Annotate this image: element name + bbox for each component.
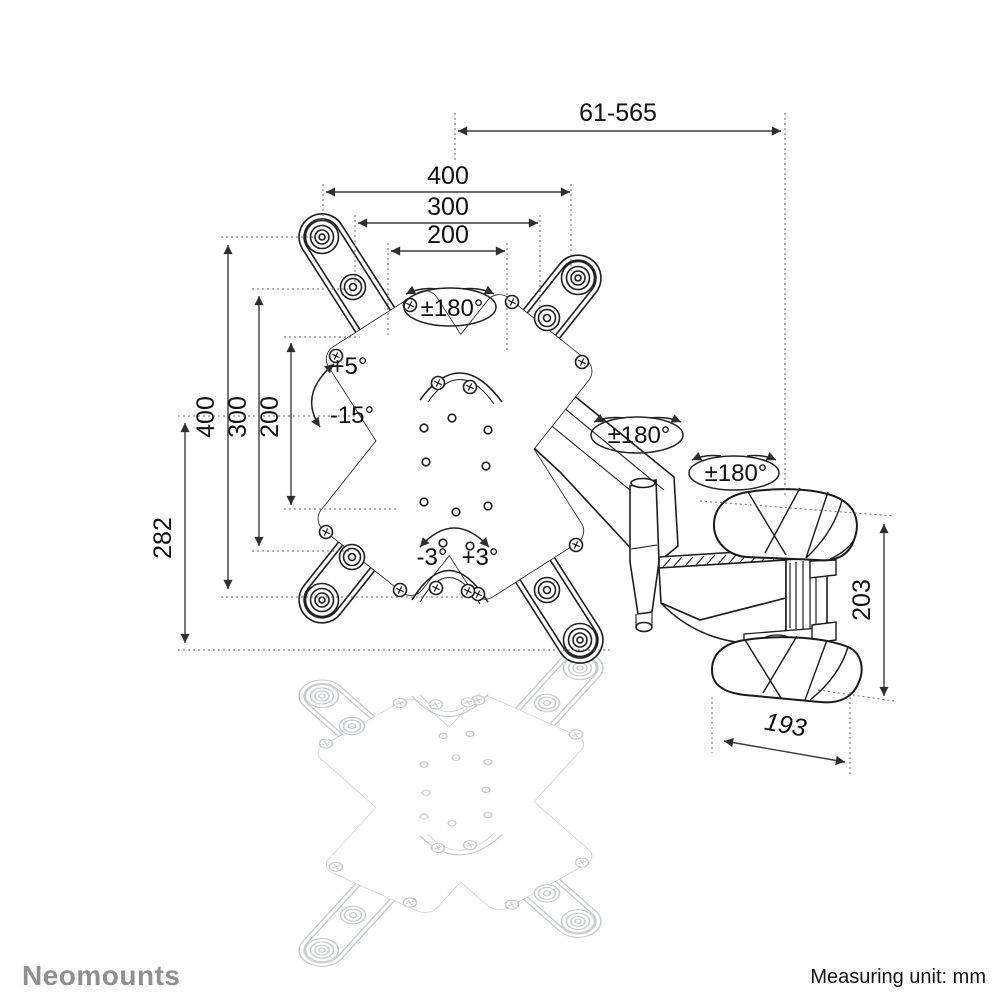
swivel-plate-indicator: ±180° [403, 285, 497, 327]
vesa-height-outer-label: 400 [192, 396, 220, 438]
vesa-height-mid-label: 300 [224, 396, 252, 438]
rotation-arrow-icon [691, 451, 722, 461]
brand-logo: Neomounts [22, 960, 181, 991]
level-left-label: -3° [417, 544, 448, 571]
rotation-arrow-icon [649, 414, 682, 423]
level-right-label: +3° [462, 544, 499, 571]
dim-height-200: 200 [256, 336, 396, 510]
rotation-arrow-icon [746, 451, 777, 461]
measuring-unit-note: Measuring unit: mm [810, 966, 986, 988]
dim-width-400: 400 [322, 162, 572, 272]
wall-plate-top-ear [712, 488, 858, 562]
dim-width-300: 300 [354, 193, 541, 312]
wall-plate-height-label: 203 [848, 579, 876, 621]
swivel-arm-indicator: ±180° [590, 413, 684, 454]
arm-depth-label: 193 [762, 708, 808, 743]
bracket-reflection [290, 646, 612, 973]
swivel-wall-label: ±180° [705, 460, 768, 487]
level-arc-icon [419, 527, 490, 548]
rotation-arrow-icon [405, 285, 438, 295]
vesa-height-inner-label: 200 [256, 396, 284, 438]
rotation-arrow-icon [593, 413, 625, 423]
arm-extension-label: 61-565 [579, 99, 657, 127]
swivel-plate-label: ±180° [421, 295, 484, 322]
dim-height-203: 203 [699, 500, 895, 702]
swivel-wall-indicator: ±180° [688, 451, 780, 491]
swivel-arm-label: ±180° [608, 422, 671, 449]
tilt-arc-icon [311, 363, 335, 428]
rotation-arrow-icon [462, 285, 495, 295]
vesa-width-outer-label: 400 [427, 162, 469, 190]
vesa-width-mid-label: 300 [427, 193, 469, 221]
wall-plate [710, 487, 863, 704]
tilt-up-label: +5° [331, 353, 368, 380]
dim-height-300: 300 [224, 288, 350, 552]
level-indicator: -3° +3° [417, 527, 499, 571]
tilt-down-label: -15° [330, 402, 374, 429]
wall-rail [789, 559, 817, 632]
dim-height-400: 400 [192, 236, 470, 598]
dim-width-200: 200 [387, 221, 508, 350]
tilt-indicator: +5° -15° [311, 353, 374, 429]
dim-extension-range: 61-565 [454, 99, 786, 495]
dim-depth-193: 193 [711, 692, 851, 774]
vesa-width-inner-label: 200 [427, 221, 469, 249]
bracket-height-label: 282 [149, 517, 177, 559]
